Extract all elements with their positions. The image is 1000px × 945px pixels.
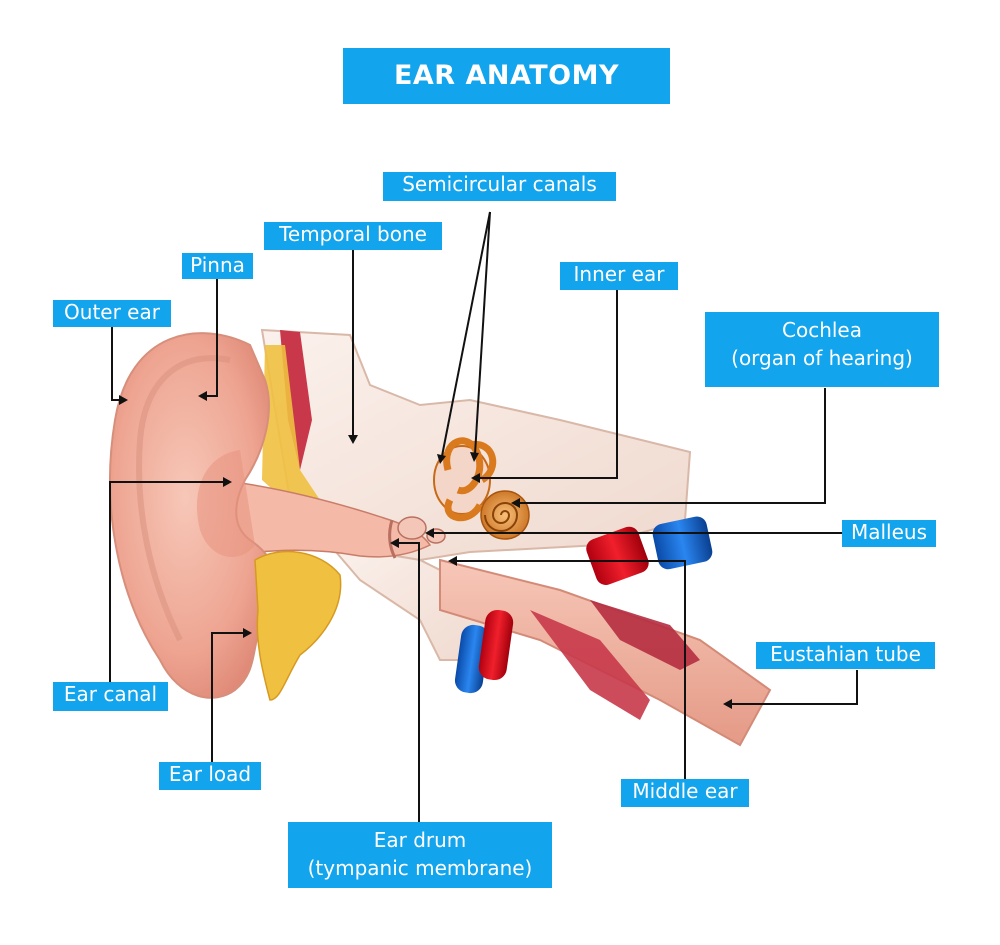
label-cochlea: Cochlea (organ of hearing) <box>705 312 939 387</box>
label-temporal-bone: Temporal bone <box>264 222 442 250</box>
arrow-pinna <box>198 391 207 401</box>
label-outer-ear: Outer ear <box>53 300 171 327</box>
leader-lines <box>109 211 858 822</box>
arrow-ear-drum <box>390 538 399 548</box>
label-cochlea-line1: Cochlea <box>782 318 862 342</box>
label-pinna: Pinna <box>182 253 253 279</box>
fat-layer-top <box>262 345 320 505</box>
tube-muscle-1 <box>530 610 650 720</box>
arrow-inner-ear <box>471 473 480 483</box>
label-ear-drum-line2: (tympanic membrane) <box>307 856 533 880</box>
lower-vessels <box>454 609 514 694</box>
ear-lobe-fat <box>254 550 342 701</box>
label-ear-drum: Ear drum (tympanic membrane) <box>288 822 552 888</box>
arrow-cochlea <box>511 498 520 508</box>
arrow-temporal-bone <box>348 435 358 444</box>
label-ear-drum-line1: Ear drum <box>373 828 467 852</box>
leader-pinna <box>204 278 218 397</box>
leader-eustachian <box>730 670 858 705</box>
arrow-malleus <box>425 528 434 538</box>
pinna-helix-fold <box>136 355 231 642</box>
leader-inner-ear <box>478 290 618 479</box>
leader-cochlea <box>518 388 826 504</box>
arrow-eustachian <box>723 699 732 709</box>
cochlea-shape <box>480 490 530 540</box>
ear-drum-shape <box>388 519 397 559</box>
arrow-outer-ear <box>119 395 128 405</box>
label-ear-load: Ear load <box>159 762 261 790</box>
arrow-ear-load <box>243 628 252 638</box>
label-inner-ear: Inner ear <box>560 262 678 290</box>
arrow-ear-canal <box>223 477 232 487</box>
leader-middle-ear <box>455 560 686 780</box>
label-malleus: Malleus <box>842 520 936 547</box>
arrow-semicircular-1 <box>437 454 446 464</box>
ossicle-malleus <box>397 516 427 540</box>
muscle-layer-top <box>280 330 312 470</box>
leader-outer-ear <box>111 327 122 401</box>
concha-bowl <box>196 450 255 557</box>
arrow-middle-ear <box>448 556 457 566</box>
label-ear-canal: Ear canal <box>53 682 168 711</box>
diagram-title: EAR ANATOMY <box>343 48 670 104</box>
tube-muscle-2 <box>590 600 700 670</box>
leader-semicircular-2 <box>474 211 491 455</box>
label-semicircular-canals: Semicircular canals <box>383 172 616 201</box>
arrow-semicircular-2 <box>470 452 479 462</box>
label-eustachian-tube: Eustahian tube <box>756 642 935 669</box>
label-cochlea-line2: (organ of hearing) <box>731 346 913 370</box>
leader-semicircular-1 <box>441 211 491 457</box>
leader-arrowheads <box>119 391 732 709</box>
semicircular-canals-shape <box>433 437 497 522</box>
leader-ear-canal <box>109 481 225 682</box>
label-middle-ear: Middle ear <box>621 779 749 807</box>
leader-ear-load <box>211 632 245 762</box>
leader-ear-drum <box>397 542 420 822</box>
upper-vessels <box>586 516 713 585</box>
